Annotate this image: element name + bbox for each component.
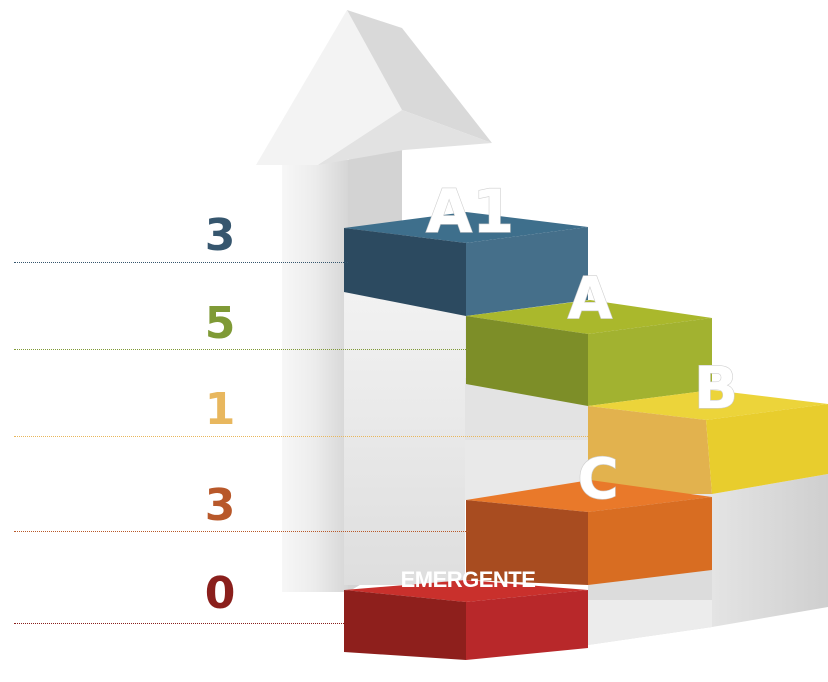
step-label-c: C xyxy=(577,447,618,512)
step-label-b: B xyxy=(694,354,738,422)
step-label-a: A xyxy=(568,264,613,332)
level-count-b: 1 xyxy=(204,384,236,435)
step-c: C xyxy=(466,446,712,585)
guide-line-b xyxy=(14,436,588,437)
step-a: A xyxy=(466,263,712,406)
guide-line-a1 xyxy=(14,262,348,263)
guide-line-c xyxy=(14,531,468,532)
level-count-a: 5 xyxy=(204,298,236,349)
step-label-a1: A1 xyxy=(426,177,514,247)
level-count-a1: 3 xyxy=(204,210,236,261)
guide-line-a xyxy=(14,349,468,350)
level-count-c: 3 xyxy=(204,480,236,531)
step-a1: A1 xyxy=(344,176,588,316)
level-count-emergente: 0 xyxy=(204,568,236,619)
step-emergente: EMERGENTE xyxy=(344,567,588,660)
step-label-emergente: EMERGENTE xyxy=(401,567,536,592)
step-b: B xyxy=(588,353,828,494)
guide-line-emergente xyxy=(14,623,348,624)
